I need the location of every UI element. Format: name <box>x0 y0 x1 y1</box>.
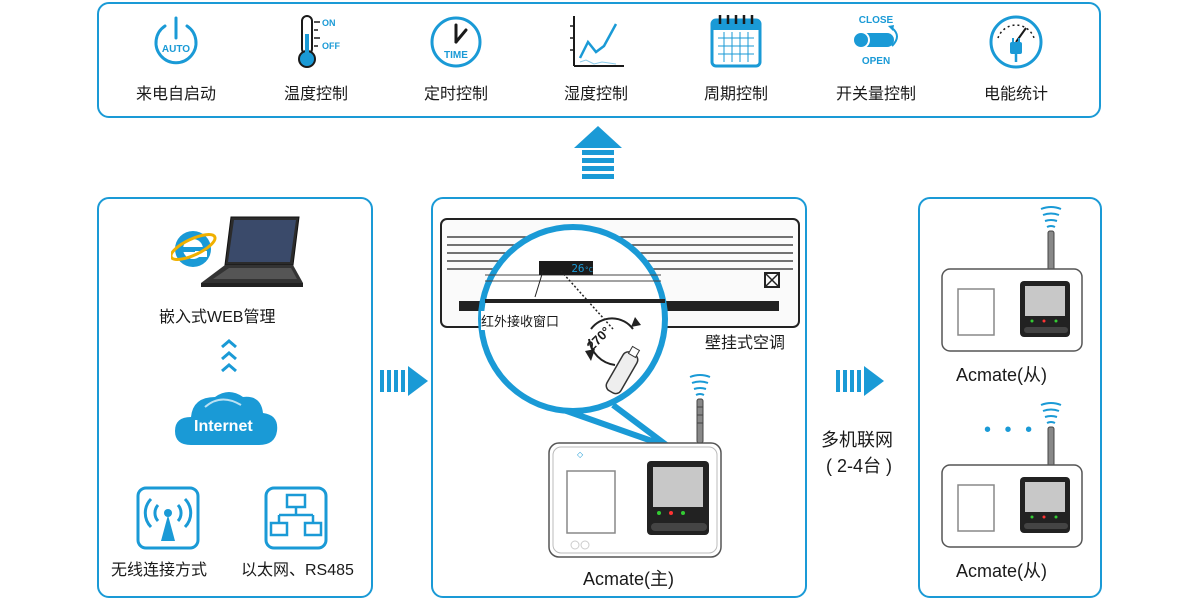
feature-label: 湿度控制 <box>563 86 628 103</box>
feature-humidity: 湿度控制 <box>526 4 666 116</box>
thermometer-icon: ON OFF <box>298 15 340 68</box>
chevrons-up-icon <box>221 339 237 373</box>
wireless-icon <box>136 486 200 550</box>
calendar-icon <box>710 15 762 68</box>
display-unit: °C <box>584 266 593 274</box>
auto-icon-text: AUTO <box>162 44 190 55</box>
line-chart-icon <box>570 16 624 67</box>
feature-label: 电能统计 <box>983 86 1048 103</box>
on-text: ON <box>322 18 336 28</box>
antenna-signal-icon <box>1040 402 1062 468</box>
off-text: OFF <box>322 41 340 51</box>
acmate-master-device: ◇ <box>548 442 722 558</box>
antenna-signal-icon <box>689 374 711 444</box>
ac-display: 26°C <box>541 262 593 276</box>
slave-device-label: Acmate(从) <box>956 365 1048 385</box>
ir-window-label: 红外接收窗口 <box>481 311 560 330</box>
ac-label: 壁挂式空调 <box>705 335 786 352</box>
acmate-slave-device-2 <box>941 464 1083 548</box>
feature-label: 周期控制 <box>703 86 768 103</box>
slave-device-label: Acmate(从) <box>956 561 1048 581</box>
web-label: 嵌入式WEB管理 <box>159 309 276 326</box>
right-arrow-icon <box>380 366 428 396</box>
slave-devices-panel: Acmate(从) • • • Acmate(从) <box>918 197 1102 598</box>
display-temp: 26 <box>571 262 585 275</box>
feature-label: 温度控制 <box>283 86 348 103</box>
right-arrow-icon <box>836 366 884 396</box>
management-panel: 嵌入式WEB管理 Internet 无线连接方式 以太网、RS485 <box>97 197 373 598</box>
more-devices-ellipsis: • • • <box>984 419 1037 441</box>
feature-label: 来电自启动 <box>135 86 216 103</box>
feature-auto-start: AUTO 来电自启动 <box>106 4 246 116</box>
switch-icon: CLOSE OPEN <box>852 15 898 67</box>
master-device-label: Acmate(主) <box>583 569 675 589</box>
network-count: ( 2-4台 ) <box>826 456 893 476</box>
web-laptop-icon <box>171 216 303 287</box>
acmate-slave-device-1 <box>941 268 1083 352</box>
feature-switch: CLOSE OPEN 开关量控制 <box>806 4 946 116</box>
close-text: CLOSE <box>859 15 894 26</box>
time-icon-text: TIME <box>444 50 468 61</box>
power-meter-icon <box>989 15 1043 69</box>
feature-timer: TIME 定时控制 <box>386 4 526 116</box>
cloud-icon <box>175 392 278 445</box>
clock-icon: TIME <box>430 16 482 68</box>
svg-text:◇: ◇ <box>577 450 584 459</box>
wired-label: 以太网、RS485 <box>241 562 354 579</box>
controller-panel: 26°C 红外接收窗口 270° 壁挂式空调 ◇ Acmate(主) <box>431 197 807 598</box>
zoom-callout-icon <box>478 224 672 450</box>
feature-energy: 电能统计 <box>946 4 1086 116</box>
up-arrow-icon <box>574 126 622 179</box>
auto-power-icon: AUTO <box>154 16 198 65</box>
antenna-signal-icon <box>1040 206 1062 272</box>
open-text: OPEN <box>862 56 890 67</box>
feature-temperature: ON OFF 温度控制 <box>246 4 386 116</box>
network-icon <box>264 486 328 550</box>
cloud-label: Internet <box>194 418 253 435</box>
feature-cycle: 周期控制 <box>666 4 806 116</box>
features-panel: AUTO 来电自启动 ON OFF 温度控制 TIME 定时控制 <box>97 2 1101 118</box>
network-label: 多机联网 <box>821 430 893 450</box>
feature-label: 定时控制 <box>423 86 488 103</box>
wireless-label: 无线连接方式 <box>111 562 208 579</box>
feature-label: 开关量控制 <box>835 86 916 103</box>
